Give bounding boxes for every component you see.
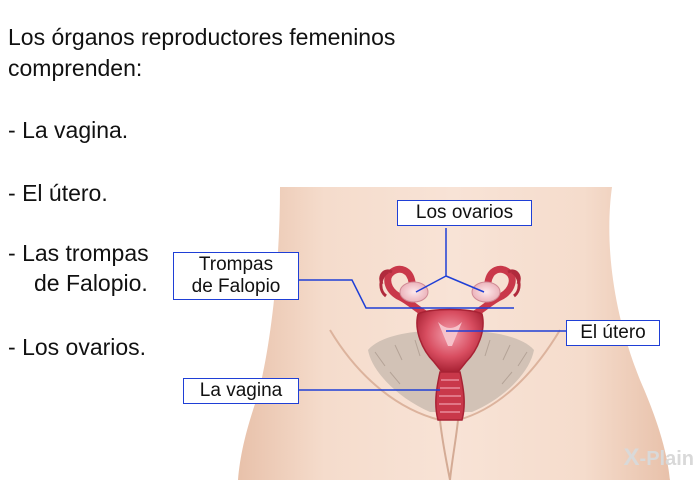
thigh-crease-right [457,329,561,421]
list-item: - La vagina. [8,115,128,145]
list-item-text-continued: de Falopio. [34,270,148,296]
list-item-text: Los ovarios. [22,334,147,360]
list-item: - Los ovarios. [8,332,146,362]
label-fallopian-tubes-line2: de Falopio [191,276,281,297]
fallopian-tube-left [384,265,436,322]
list-dash: - [8,117,16,143]
list-item: - Las trompas de Falopio. [8,238,149,298]
ovary-left [399,281,429,303]
ovary-right [471,281,501,303]
fallopian-tube-right [464,265,516,322]
list-item-text: La vagina. [22,117,129,143]
label-fallopian-tubes-line1: Trompas [198,254,274,275]
logo-text: -Plain [639,448,694,470]
ovaries-leader-line [415,228,485,293]
label-vagina: La vagina [183,378,299,404]
intro-text: Los órganos reproductores femeninos comp… [8,24,396,81]
label-uterus: El útero [566,320,660,346]
label-ovaries: Los ovarios [397,200,532,226]
x-plain-logo: X-Plain [624,444,694,472]
list-dash: - [8,180,16,206]
list-dash: - [8,240,16,266]
list-item-text: El útero. [22,180,108,206]
tubes-leader-line [298,279,514,309]
list-item: - El útero. [8,178,108,208]
logo-x: X [623,444,640,471]
list-item-text: Las trompas [22,240,149,266]
leg-gap [439,419,459,480]
label-fallopian-tubes: Trompas de Falopio [173,252,299,300]
list-dash: - [8,334,16,360]
